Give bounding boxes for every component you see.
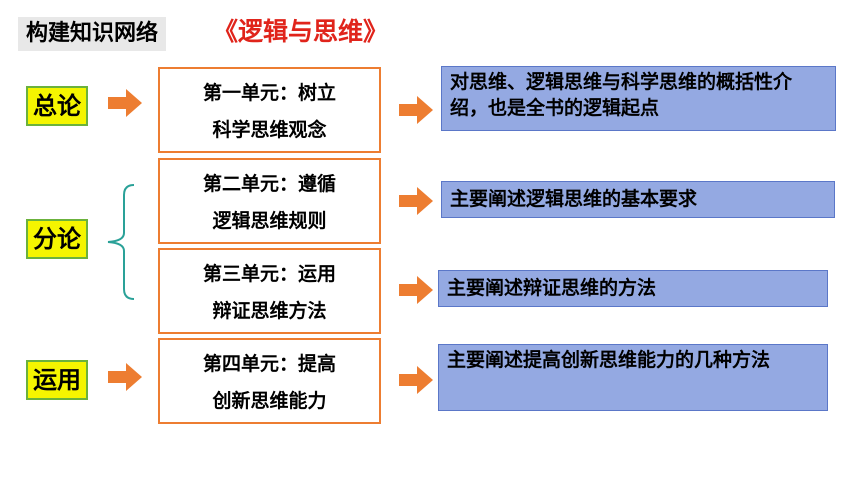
description-box-3: 主要阐述辩证思维的方法: [438, 270, 828, 307]
unit-box-3: 第三单元：运用 辩证思维方法: [158, 248, 381, 334]
category-general: 总论: [26, 86, 88, 126]
arrow-right-icon: [108, 363, 142, 391]
unit-line: 第一单元：树立: [202, 82, 336, 104]
unit-line: 科学思维观念: [212, 119, 327, 141]
unit-line: 第三单元：运用: [202, 263, 336, 285]
arrow-right-icon: [399, 96, 433, 124]
description-box-4: 主要阐述提高创新思维能力的几种方法: [438, 344, 828, 411]
book-title: 《逻辑与思维》: [213, 17, 389, 46]
arrow-right-icon: [399, 187, 433, 215]
unit-box-4: 第四单元：提高 创新思维能力: [158, 338, 381, 424]
unit-line: 逻辑思维规则: [212, 210, 327, 232]
category-detailed: 分论: [26, 219, 88, 259]
arrow-right-icon: [108, 89, 142, 117]
category-application: 运用: [26, 360, 88, 400]
brace-connector: [107, 184, 135, 300]
arrow-right-icon: [399, 276, 433, 304]
description-box-1: 对思维、逻辑思维与科学思维的概括性介绍，也是全书的逻辑起点: [441, 66, 836, 131]
arrow-right-icon: [399, 366, 433, 394]
unit-line: 辩证思维方法: [212, 300, 327, 322]
unit-line: 创新思维能力: [212, 390, 327, 412]
description-box-2: 主要阐述逻辑思维的基本要求: [441, 181, 835, 218]
unit-box-1: 第一单元：树立 科学思维观念: [158, 67, 381, 153]
unit-line: 第四单元：提高: [202, 353, 336, 375]
unit-box-2: 第二单元：遵循 逻辑思维规则: [158, 158, 381, 244]
section-label: 构建知识网络: [18, 17, 167, 51]
unit-line: 第二单元：遵循: [202, 173, 336, 195]
